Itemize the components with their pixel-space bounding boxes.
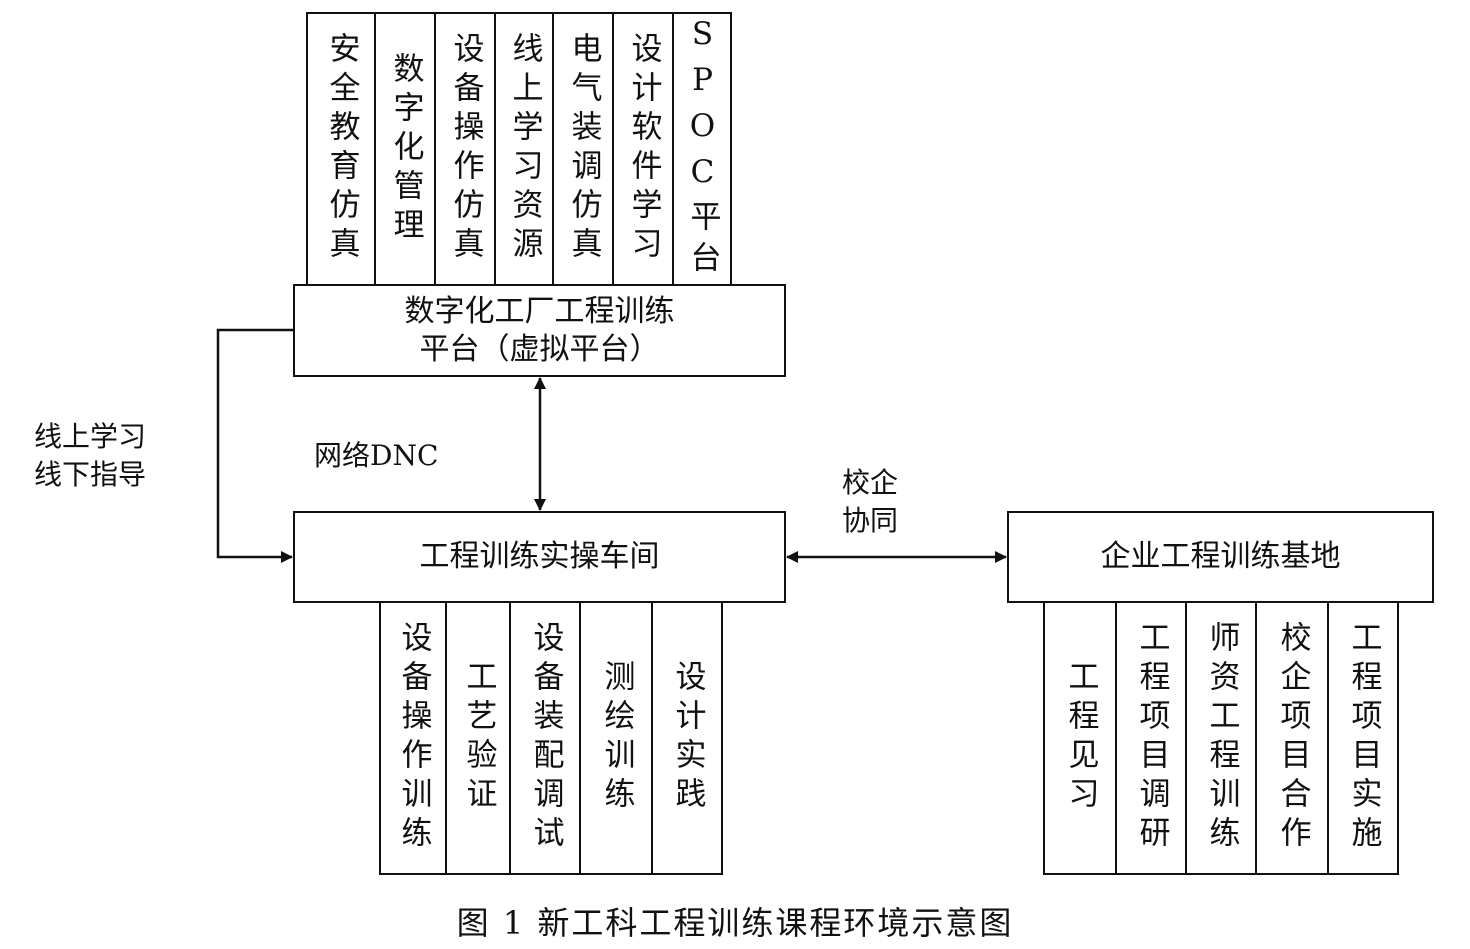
enterprise-base-box: 企业工程训练基地 xyxy=(1007,511,1434,603)
top-column-label: 线上学习资源 xyxy=(506,32,543,266)
workshop-column-label: 设备操作训练 xyxy=(395,621,432,855)
workshop-column-label: 工艺验证 xyxy=(460,660,497,816)
workshop-title: 工程训练实操车间 xyxy=(419,539,660,574)
workshop-column-label: 设计实践 xyxy=(669,660,706,816)
practice-workshop-box: 工程训练实操车间 xyxy=(293,511,786,603)
enterprise-column-label: 工程见习 xyxy=(1062,660,1099,816)
enterprise-title: 企业工程训练基地 xyxy=(1100,539,1341,574)
top-column-electrical-simulation: 电气装调仿真 xyxy=(552,12,614,286)
online-offline-label: 线上学习 线下指导 xyxy=(34,420,147,491)
enterprise-column-project-implementation: 工程项目实施 xyxy=(1327,601,1399,875)
top-column-safety: 安全教育仿真 xyxy=(306,12,376,286)
top-column-spoc: SPOC平台 xyxy=(672,12,732,286)
top-column-label: 设计软件学习 xyxy=(625,32,662,266)
top-column-label: SPOC平台 xyxy=(684,16,721,282)
top-column-digital-management: 数字化管理 xyxy=(374,12,436,286)
school-enterprise-label: 校企 协同 xyxy=(842,466,899,537)
enterprise-column-label: 校企项目合作 xyxy=(1274,621,1311,855)
enterprise-column-label: 工程项目实施 xyxy=(1345,621,1382,855)
top-column-design-software: 设计软件学习 xyxy=(612,12,674,286)
workshop-column-label: 设备装配调试 xyxy=(527,621,564,855)
top-column-label: 设备操作仿真 xyxy=(447,32,484,266)
top-column-label: 安全教育仿真 xyxy=(323,32,360,266)
workshop-column-equipment-training: 设备操作训练 xyxy=(379,601,447,875)
workshop-column-surveying-training: 测绘训练 xyxy=(579,601,653,875)
online-offline-arrow xyxy=(216,328,294,563)
digital-factory-platform-box: 数字化工厂工程训练 平台（虚拟平台） xyxy=(293,284,786,377)
enterprise-column-cooperation: 校企项目合作 xyxy=(1255,601,1329,875)
enterprise-column-internship: 工程见习 xyxy=(1043,601,1117,875)
workshop-column-assembly-debug: 设备装配调试 xyxy=(509,601,581,875)
enterprise-column-project-research: 工程项目调研 xyxy=(1115,601,1187,875)
top-column-equipment-simulation: 设备操作仿真 xyxy=(434,12,496,286)
workshop-column-label: 测绘训练 xyxy=(598,660,635,816)
enterprise-column-label: 师资工程训练 xyxy=(1203,621,1240,855)
figure-caption: 图 1 新工科工程训练课程环境示意图 xyxy=(456,904,1014,942)
workshop-column-process-verification: 工艺验证 xyxy=(445,601,511,875)
enterprise-column-label: 工程项目调研 xyxy=(1133,621,1170,855)
top-column-label: 电气装调仿真 xyxy=(565,32,602,266)
enterprise-column-teacher-training: 师资工程训练 xyxy=(1185,601,1257,875)
top-column-label: 数字化管理 xyxy=(387,51,424,247)
platform-title-line1: 数字化工厂工程训练 xyxy=(404,293,675,329)
workshop-column-design-practice: 设计实践 xyxy=(651,601,723,875)
top-column-online-resources: 线上学习资源 xyxy=(494,12,554,286)
network-dnc-label: 网络DNC xyxy=(314,439,439,472)
platform-title-line2: 平台（虚拟平台） xyxy=(419,331,660,367)
